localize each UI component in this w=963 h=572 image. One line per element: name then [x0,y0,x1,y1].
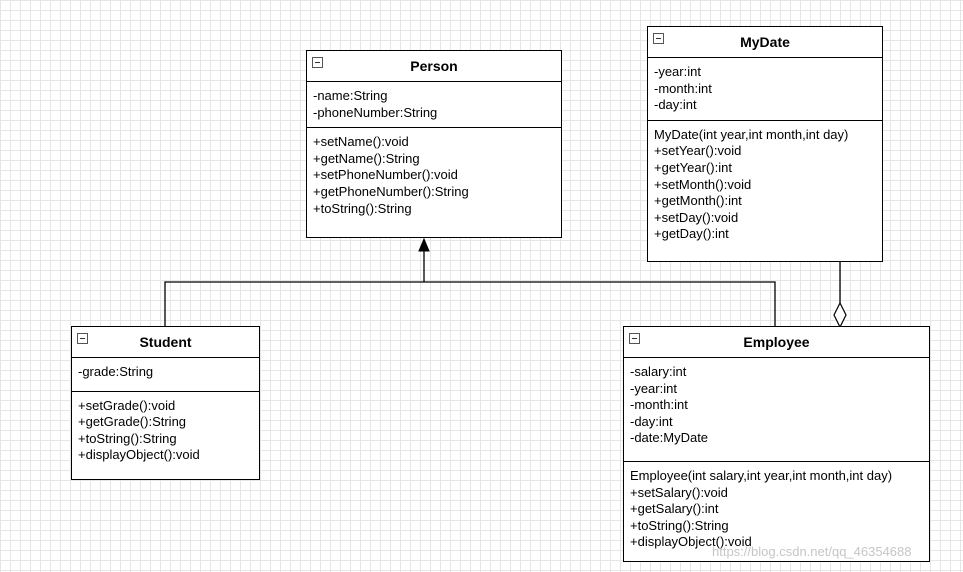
class-header: Employee [624,327,929,358]
collapse-icon[interactable] [312,57,323,68]
method: +displayObject():void [630,534,752,550]
method: Employee(int salary,int year,int month,i… [630,467,893,483]
method: +getDay():int [654,226,729,242]
attribute: -salary:int [630,364,687,379]
method: MyDate(int year,int month,int day) [654,126,849,142]
class-mydate[interactable]: MyDate -year:int -month:int -day:int MyD… [647,26,883,262]
method: +setMonth():void [654,176,752,192]
method: +setDay():void [654,209,739,225]
attribute: -day:int [630,413,673,429]
attribute: -date:MyDate [630,430,709,446]
method: +getMonth():int [654,193,742,209]
collapse-icon[interactable] [653,33,664,44]
class-header: Student [72,327,259,358]
method: +getYear():int [654,159,732,175]
collapse-icon[interactable] [629,333,640,344]
method: +setPhoneNumber():void [313,167,458,183]
attributes-section: -year:int -month:int -day:int [648,58,882,120]
attribute: -grade:String [78,364,154,379]
attribute: -name:String [313,88,388,103]
attribute: -day:int [654,97,697,113]
attribute: -year:int [630,380,677,396]
student-inheritance-line [164,281,776,326]
class-student[interactable]: Student -grade:String +setGrade():void +… [71,326,260,480]
methods-section: MyDate(int year,int month,int day) +setY… [648,119,882,249]
aggregation-diamond [833,301,847,329]
class-header: MyDate [648,27,882,58]
class-name: Employee [743,334,810,350]
method: +setGrade():void [78,397,176,413]
method: +toString():String [78,430,177,446]
method: +setSalary():void [630,484,728,500]
attributes-section: -name:String -phoneNumber:String [307,82,561,127]
method: +toString():String [313,200,412,216]
class-employee[interactable]: Employee -salary:int -year:int -month:in… [623,326,930,562]
class-person[interactable]: Person -name:String -phoneNumber:String … [306,50,562,238]
attribute: -phoneNumber:String [313,104,438,120]
attribute: -month:int [654,80,712,96]
methods-section: +setGrade():void +getGrade():String +toS… [72,390,259,470]
attributes-section: -grade:String [72,358,259,391]
watermark: https://blog.csdn.net/qq_46354688 [712,544,912,559]
collapse-icon[interactable] [77,333,88,344]
class-name: MyDate [740,34,790,50]
attributes-section: -salary:int -year:int -month:int -day:in… [624,358,929,461]
method: +displayObject():void [78,447,200,463]
method: +getName():String [313,150,420,166]
class-name: Person [410,58,458,74]
method: +getPhoneNumber():String [313,183,469,199]
method: +getSalary():int [630,501,719,517]
attribute: -year:int [654,64,701,79]
method: +setName():void [313,134,409,150]
method: +setYear():void [654,143,742,159]
method: +toString():String [630,517,729,533]
attribute: -month:int [630,397,688,413]
methods-section: Employee(int salary,int year,int month,i… [624,460,929,557]
method: +getGrade():String [78,414,187,430]
methods-section: +setName():void +getName():String +setPh… [307,127,561,223]
inheritance-arrowhead [418,237,430,252]
class-header: Person [307,51,561,82]
class-name: Student [139,334,192,350]
